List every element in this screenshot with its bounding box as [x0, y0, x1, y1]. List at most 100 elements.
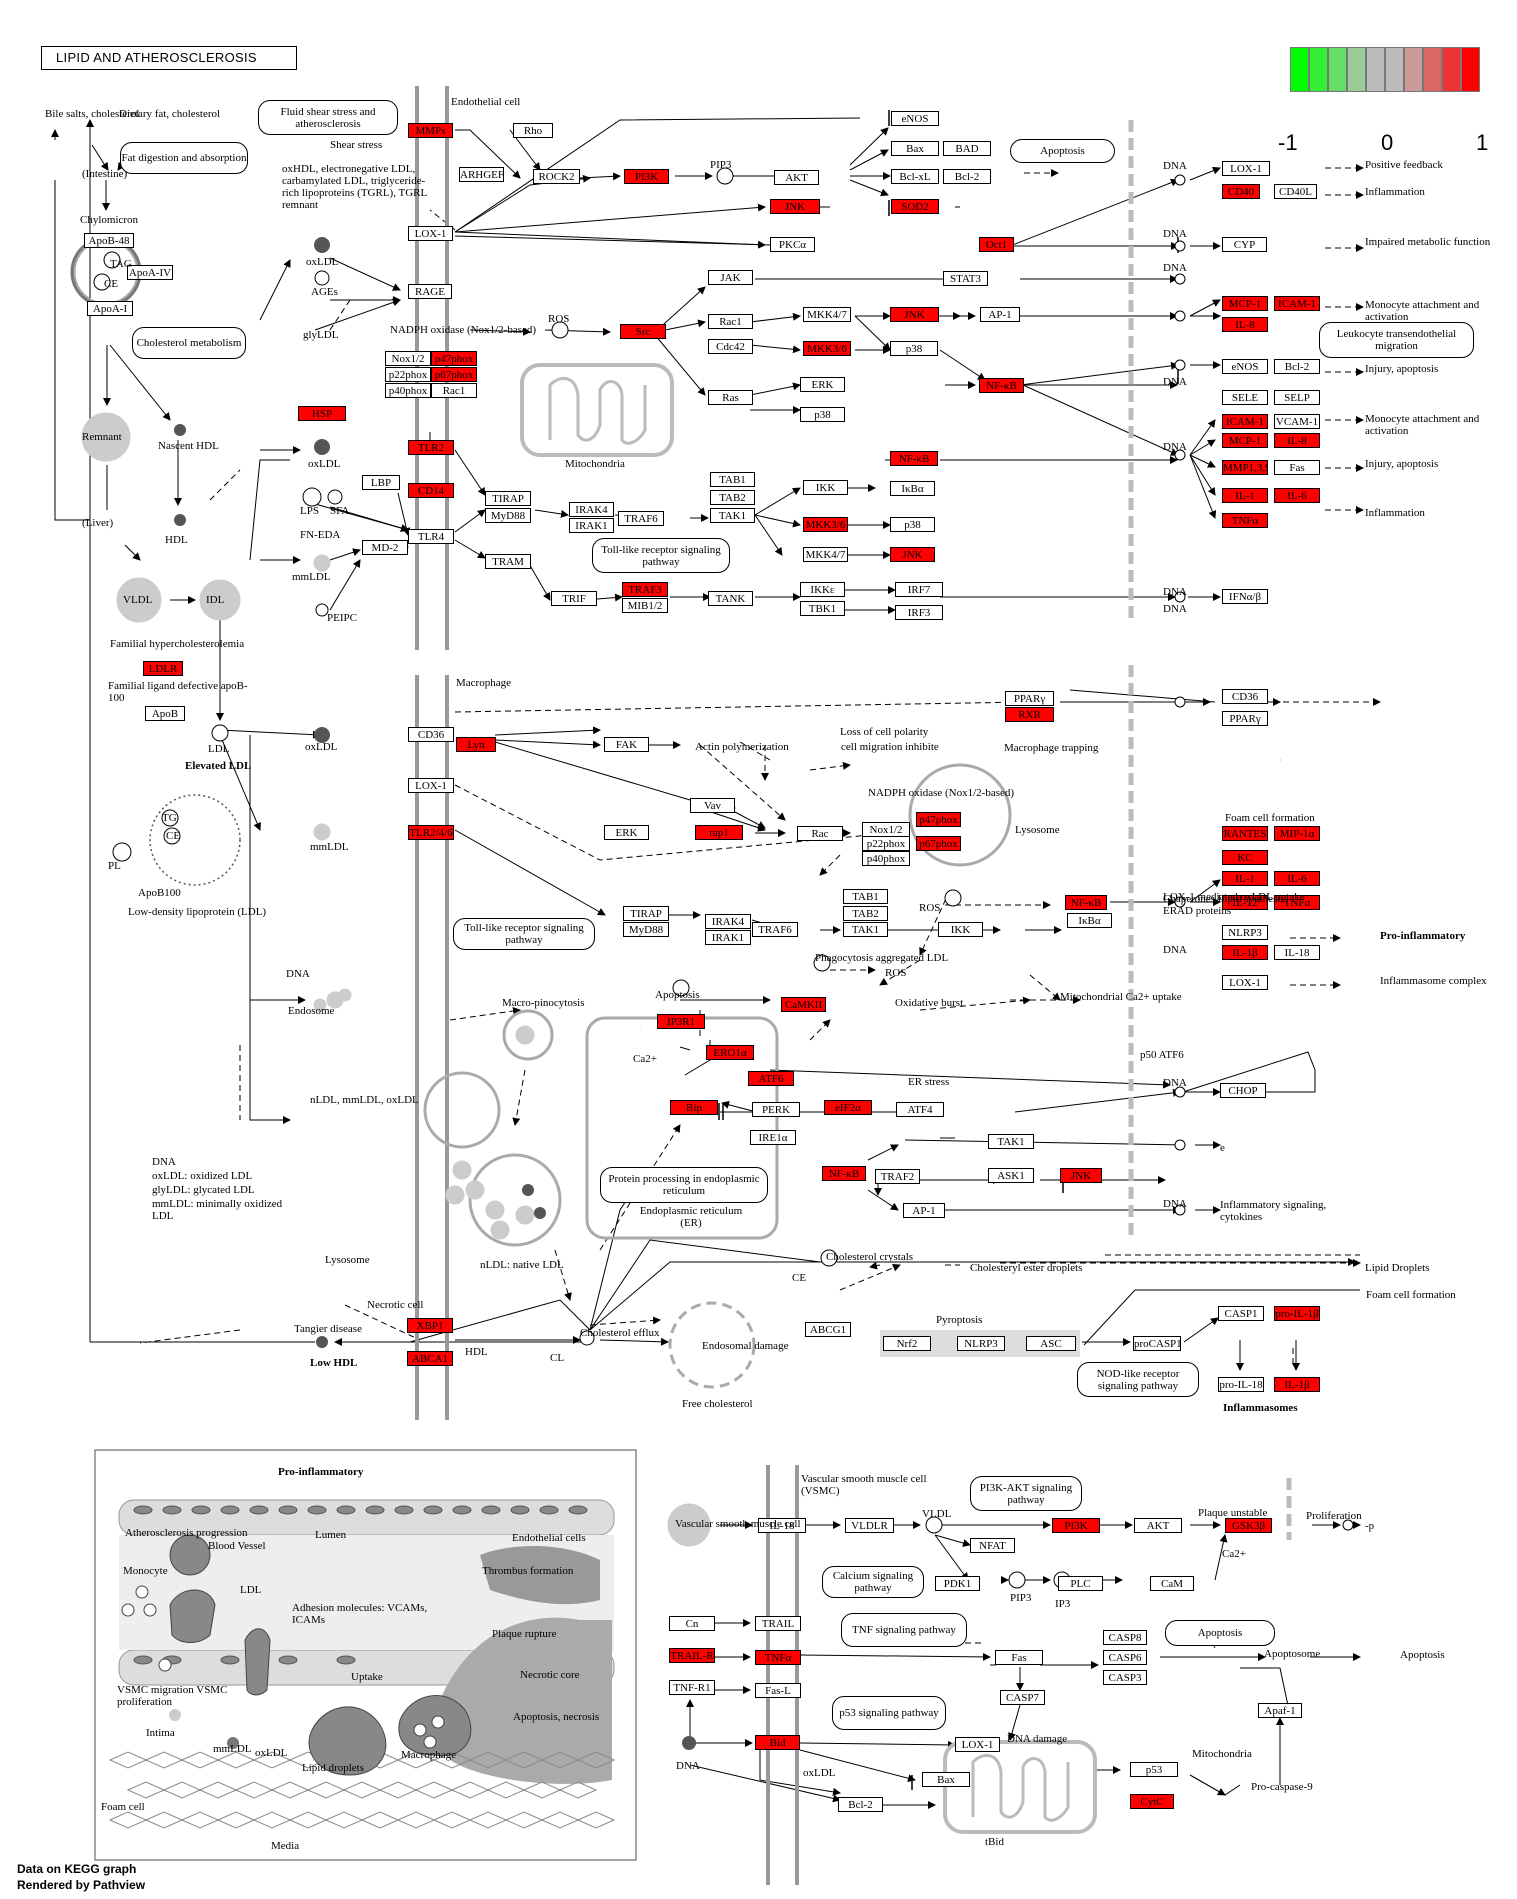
gene-node[interactable]: TNFα — [1222, 513, 1268, 528]
gene-node[interactable]: JNK — [1060, 1168, 1102, 1183]
gene-node[interactable]: MIB1/2 — [622, 598, 668, 613]
gene-node[interactable]: KC — [1222, 850, 1268, 865]
gene-node[interactable]: p38 — [890, 517, 935, 532]
gene-node[interactable]: Fas — [995, 1650, 1043, 1665]
gene-node[interactable]: IRF7 — [895, 582, 943, 597]
gene-node[interactable]: TRAM — [485, 554, 531, 569]
gene-node[interactable]: GSK3β — [1225, 1518, 1272, 1533]
gene-node[interactable]: NFAT — [970, 1538, 1015, 1553]
gene-node[interactable]: NLRP3 — [1222, 925, 1268, 940]
gene-node[interactable]: LOX-1 — [955, 1737, 1000, 1752]
gene-node[interactable]: SELE — [1222, 390, 1268, 405]
gene-node[interactable]: Bip — [670, 1100, 718, 1115]
gene-node[interactable]: Rac1 — [708, 314, 753, 329]
gene-node[interactable]: Nrf2 — [883, 1336, 931, 1351]
gene-node[interactable]: IL-1β — [1274, 1377, 1320, 1392]
gene-node[interactable]: MKK4/7 — [803, 547, 848, 562]
gene-node[interactable]: p40phox — [385, 383, 431, 398]
gene-node[interactable]: PERK — [752, 1102, 800, 1117]
gene-node[interactable]: MCP-1 — [1222, 296, 1268, 311]
gene-node[interactable]: Apaf-1 — [1258, 1703, 1302, 1718]
gene-node[interactable]: CASP8 — [1103, 1630, 1147, 1645]
gene-node[interactable]: TNF-R1 — [669, 1680, 715, 1695]
gene-node[interactable]: pro-IL-1β — [1274, 1306, 1320, 1321]
gene-node[interactable]: AP-1 — [980, 307, 1020, 322]
gene-node[interactable]: TNFα — [755, 1650, 801, 1665]
gene-node[interactable]: PKCα — [770, 237, 815, 252]
gene-node[interactable]: MyD88 — [485, 508, 531, 523]
gene-node[interactable]: AP-1 — [903, 1203, 945, 1218]
gene-node[interactable]: ICAM-1 — [1222, 414, 1268, 429]
pathway-link-box[interactable]: Calcium signaling pathway — [822, 1566, 924, 1598]
gene-node[interactable]: TNFα — [1274, 895, 1320, 910]
gene-node[interactable]: ARHGEF1 — [459, 167, 504, 182]
gene-node[interactable]: LOX-1 — [408, 226, 453, 241]
gene-node[interactable]: MKK3/6 — [803, 341, 851, 356]
gene-node[interactable]: TRAIL — [755, 1616, 801, 1631]
gene-node[interactable]: PDK1 — [935, 1576, 980, 1591]
gene-node[interactable]: MMPs — [408, 123, 453, 138]
gene-node[interactable]: TAK1 — [988, 1134, 1034, 1149]
gene-node[interactable]: Nox1/2 — [385, 351, 431, 366]
gene-node[interactable]: MMP1,3,9 — [1222, 460, 1268, 475]
gene-node[interactable]: AKT — [1134, 1518, 1182, 1533]
gene-node[interactable]: Nox1/2 — [862, 822, 910, 837]
gene-node[interactable]: MCP-1 — [1222, 433, 1268, 448]
gene-node[interactable]: TRIF — [551, 591, 597, 606]
gene-node[interactable]: SOD2 — [891, 199, 939, 214]
gene-node[interactable]: ROCK2 — [533, 169, 580, 184]
gene-node[interactable]: MKK4/7 — [803, 307, 851, 322]
gene-node[interactable]: eNOS — [891, 111, 939, 126]
gene-node[interactable]: Fas-L — [755, 1683, 801, 1698]
gene-node[interactable]: LBP — [362, 475, 400, 490]
gene-node[interactable]: ABCG1 — [805, 1322, 851, 1337]
gene-node[interactable]: p67phox — [431, 367, 477, 382]
gene-node[interactable]: CASP1 — [1218, 1306, 1264, 1321]
gene-node[interactable]: Bax — [891, 141, 939, 156]
gene-node[interactable]: Bcl-2 — [838, 1797, 883, 1812]
gene-node[interactable]: p47phox — [431, 351, 477, 366]
pathway-link-box[interactable]: Fat digestion and absorption — [120, 142, 248, 174]
gene-node[interactable]: IL-1 — [1222, 488, 1268, 503]
gene-node[interactable]: IRE1α — [750, 1130, 796, 1145]
gene-node[interactable]: PPARγ — [1005, 691, 1054, 706]
gene-node[interactable]: CD40L — [1274, 184, 1317, 199]
gene-node[interactable]: NLRP3 — [957, 1336, 1005, 1351]
gene-node[interactable]: CytC — [1130, 1794, 1174, 1809]
gene-node[interactable]: IL-8 — [1274, 433, 1320, 448]
gene-node[interactable]: TRAIL-R — [669, 1648, 715, 1663]
gene-node[interactable]: RANTES — [1222, 826, 1268, 841]
gene-node[interactable]: JNK — [770, 199, 820, 214]
gene-node[interactable]: IL-18 — [1274, 945, 1320, 960]
gene-node[interactable]: Bcl-2 — [1274, 359, 1320, 374]
gene-node[interactable]: PI3K — [624, 169, 669, 184]
gene-node[interactable]: TRAF6 — [618, 511, 664, 526]
gene-node[interactable]: Rac1 — [431, 383, 477, 398]
gene-node[interactable]: SELP — [1274, 390, 1320, 405]
gene-node[interactable]: eNOS — [1222, 359, 1268, 374]
gene-node[interactable]: ATF4 — [896, 1102, 944, 1117]
gene-node[interactable]: CASP6 — [1103, 1650, 1147, 1665]
pathway-link-box[interactable]: p53 signaling pathway — [832, 1696, 946, 1730]
gene-node[interactable]: TAK1 — [843, 922, 888, 937]
gene-node[interactable]: IL-8 — [1222, 317, 1268, 332]
gene-node[interactable]: PI3K — [1052, 1518, 1100, 1533]
gene-node[interactable]: Fas — [1274, 460, 1320, 475]
gene-node[interactable]: pro-IL-18 — [1218, 1377, 1264, 1392]
pathway-link-box[interactable]: Apoptosis — [1010, 139, 1115, 163]
gene-node[interactable]: IRAK1 — [569, 518, 614, 533]
gene-node[interactable]: IL-1 — [1222, 871, 1268, 886]
gene-node[interactable]: LOX-1 — [408, 778, 454, 793]
gene-node[interactable]: JNK — [890, 307, 939, 322]
gene-node[interactable]: LDLR — [143, 661, 183, 676]
gene-node[interactable]: TAB2 — [843, 906, 888, 921]
gene-node[interactable]: VCAM-1 — [1274, 414, 1320, 429]
pathway-link-box[interactable]: Toll-like receptor signaling pathway — [453, 918, 595, 950]
gene-node[interactable]: NF-κB — [979, 378, 1024, 393]
gene-node[interactable]: JAK — [708, 270, 753, 285]
gene-node[interactable]: ASK1 — [988, 1168, 1034, 1183]
gene-node[interactable]: IL-12 — [1222, 895, 1268, 910]
pathway-link-box[interactable]: Toll-like receptor signaling pathway — [592, 538, 730, 573]
gene-node[interactable]: RXR — [1005, 707, 1054, 722]
pathway-link-box[interactable]: Endoplasmic reticulum (ER) — [639, 1205, 743, 1229]
